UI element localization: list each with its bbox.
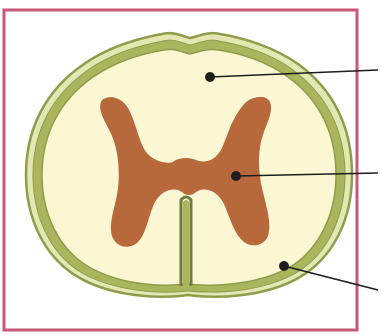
grey-commissure — [168, 158, 204, 182]
fissure-membrane — [183, 200, 189, 286]
pointer-dot-white-matter — [205, 72, 215, 82]
pointer-dot-meninges — [279, 261, 289, 271]
pointer-dot-grey-matter — [231, 171, 241, 181]
